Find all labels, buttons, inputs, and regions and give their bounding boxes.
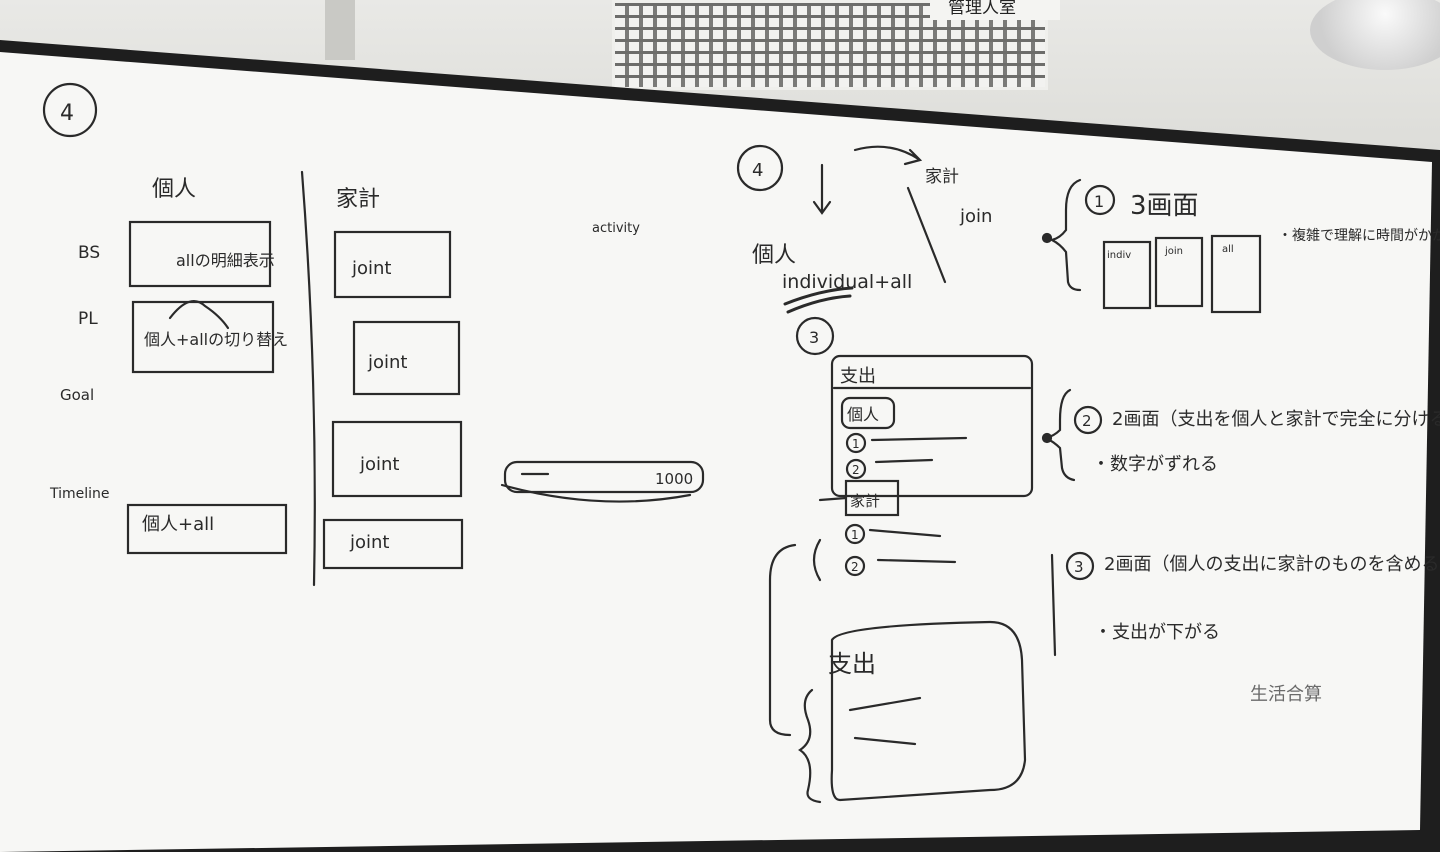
option-2-number: 2: [1082, 412, 1092, 430]
lower-panel-label: 支出: [828, 650, 876, 678]
row-label-bs: BS: [78, 243, 100, 263]
option-2-dot: [1043, 434, 1051, 442]
option-3-number: 3: [1074, 558, 1084, 576]
panel-num-2: 2: [852, 463, 860, 477]
lower-num-1: 1: [851, 528, 859, 542]
activity-label: activity: [592, 221, 640, 236]
individual-label: 個人: [752, 243, 796, 268]
option-1-tab-1-label: indiv: [1107, 250, 1131, 261]
pl-box-text: 個人+allの切り替え: [144, 330, 288, 349]
joint-box-1-text: joint: [351, 258, 391, 279]
option-2-title: 2画面（支出を個人と家計で完全に分ける）: [1112, 409, 1440, 430]
join-label: join: [959, 206, 992, 227]
option-3-bullet: ・支出が下がる: [1094, 622, 1220, 643]
option-1-tab-3-label: all: [1222, 244, 1234, 255]
option-3-title: 2画面（個人の支出に家計のものを含める。）: [1104, 554, 1440, 575]
joint-box-3-text: joint: [359, 454, 399, 475]
lower-num-2: 2: [851, 560, 859, 574]
option-1-dot: [1043, 234, 1051, 242]
option-1-tab-2-label: join: [1164, 246, 1183, 257]
joint-box-2-text: joint: [367, 352, 407, 373]
option-1-title: 3画面: [1130, 191, 1199, 221]
panel-sub-2: 家計: [850, 492, 880, 510]
panel-num-1: 1: [852, 437, 860, 451]
panel-sub-1: 個人: [847, 405, 879, 424]
family-header: 家計: [336, 187, 380, 212]
bar-value: 1000: [655, 470, 693, 488]
bs-box-text: allの明細表示: [176, 251, 275, 270]
whiteboard-surface: [0, 52, 1432, 852]
individual-all-label: individual+all: [782, 271, 912, 293]
circle-three-text: 3: [809, 328, 819, 347]
section-number: 4: [60, 101, 74, 126]
row-label-timeline: Timeline: [49, 486, 110, 502]
timeline-box-text: 個人+all: [142, 514, 214, 535]
right-section-number: 4: [752, 160, 763, 181]
row-label-goal: Goal: [60, 386, 94, 404]
option-1-number: 1: [1094, 192, 1104, 211]
individual-header: 個人: [152, 177, 196, 202]
panel-header: 支出: [840, 366, 876, 387]
family-label: 家計: [925, 167, 959, 187]
row-label-pl: PL: [78, 309, 98, 329]
option-1-note: ・複雑で理解に時間がかかる。: [1278, 227, 1440, 244]
joint-box-4-text: joint: [349, 532, 389, 553]
option-3-note: 生活合算: [1250, 684, 1322, 705]
option-2-bullet: ・数字がずれる: [1092, 454, 1218, 475]
